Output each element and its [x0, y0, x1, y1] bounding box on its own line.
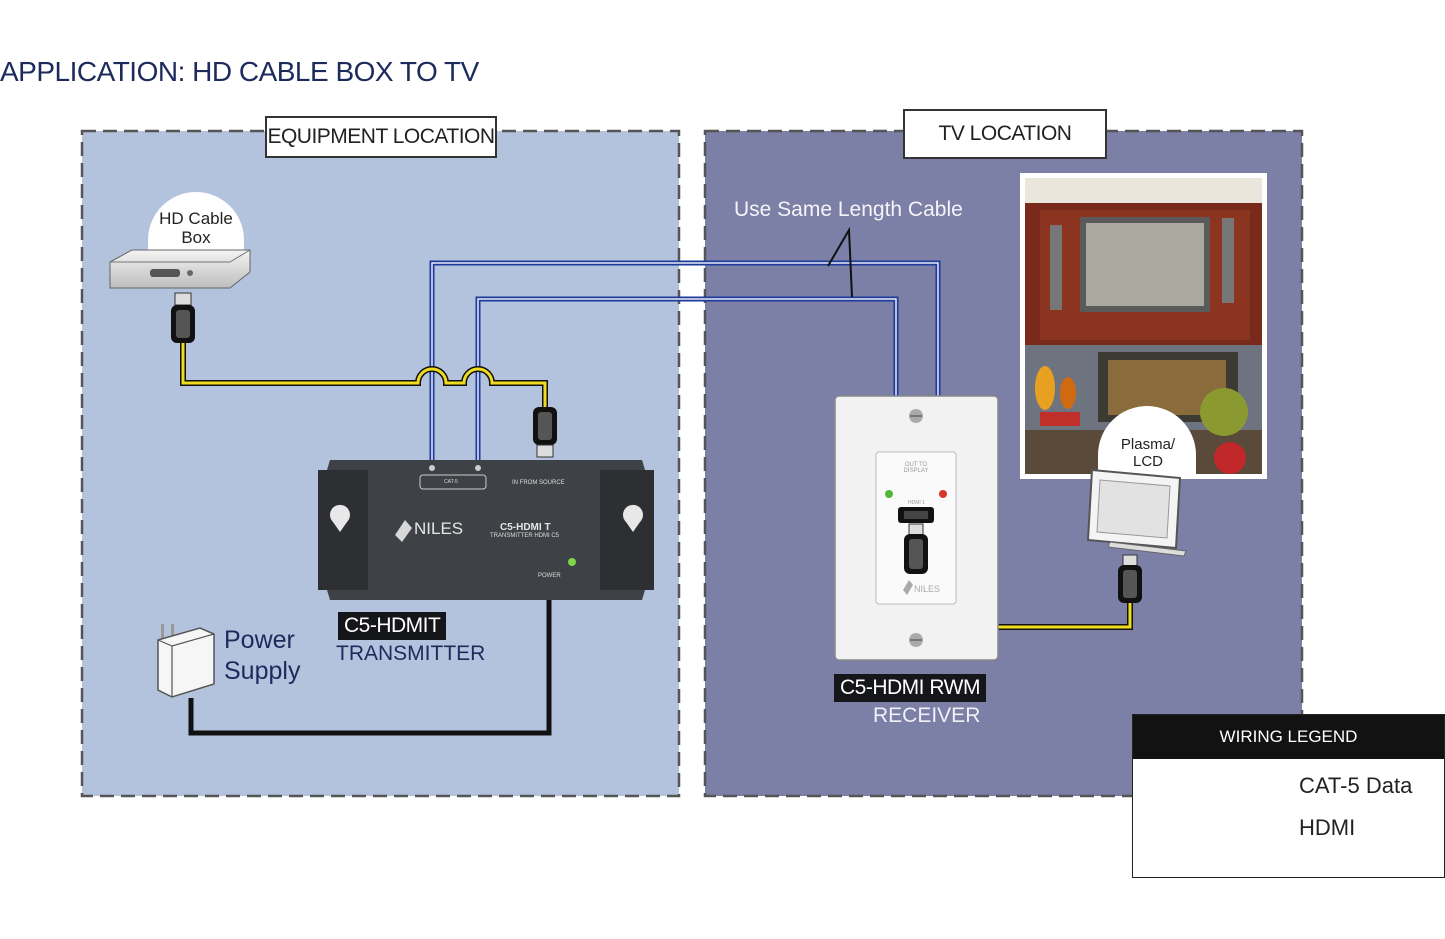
hdmi-connector-transmitter — [533, 407, 557, 458]
transmitter-cat5-port-label: CAT-5 — [444, 479, 458, 485]
power-supply-adapter — [157, 624, 215, 698]
power-supply-label: Power Supply — [224, 626, 301, 685]
transmitter-role-label: TRANSMITTER — [336, 642, 486, 665]
wiring-legend: WIRING LEGEND CAT-5 Data HDMI — [1132, 714, 1445, 878]
same-length-pointer — [827, 226, 853, 298]
receiver-out-label: OUT TO DISPLAY — [903, 462, 929, 474]
legend-cat5-label: CAT-5 Data — [1299, 773, 1413, 798]
transmitter-power-port-label: POWER — [538, 573, 561, 579]
hdmi-connector-tv — [1118, 554, 1142, 603]
transmitter-input-port-label: IN FROM SOURCE — [512, 480, 565, 486]
legend-title: WIRING LEGEND — [1133, 715, 1444, 759]
receiver-role-label: RECEIVER — [873, 704, 981, 727]
transmitter-brand: NILES — [414, 519, 464, 538]
receiver-brand: NILES — [914, 584, 941, 594]
cat5-cable-outer — [429, 260, 941, 466]
legend-hdmi-label: HDMI — [1299, 815, 1356, 840]
tv-device-label: Plasma/ LCD — [1120, 436, 1176, 470]
transmitter-panel-sub: TRANSMITTER HDMI C5 — [490, 533, 559, 539]
plasma-tv — [1086, 406, 1196, 557]
cable-box-label: HD Cable Box — [159, 209, 233, 247]
cat5-cable-inner — [475, 296, 899, 466]
transmitter-panel-model: C5-HDMI T — [500, 522, 551, 533]
equipment-location-label: EQUIPMENT LOCATION — [265, 116, 497, 158]
power-cable — [188, 590, 552, 736]
hdmi-connector-receiver — [904, 523, 928, 574]
receiver-model-tag: C5-HDMI RWM — [834, 674, 986, 702]
hdmi-connector-source — [171, 292, 195, 343]
hdmi-cable-source — [180, 338, 548, 410]
transmitter-model-tag: C5-HDMIT — [338, 612, 447, 640]
receiver-hdmi-port-label: HDMI 1 — [908, 500, 925, 506]
hd-cable-box — [109, 192, 251, 289]
transmitter-device — [318, 460, 654, 600]
tv-location-label: TV LOCATION — [903, 109, 1107, 159]
same-length-cable-note: Use Same Length Cable — [734, 198, 963, 221]
diagram-title: APPLICATION: HD CABLE BOX TO TV — [0, 56, 479, 87]
